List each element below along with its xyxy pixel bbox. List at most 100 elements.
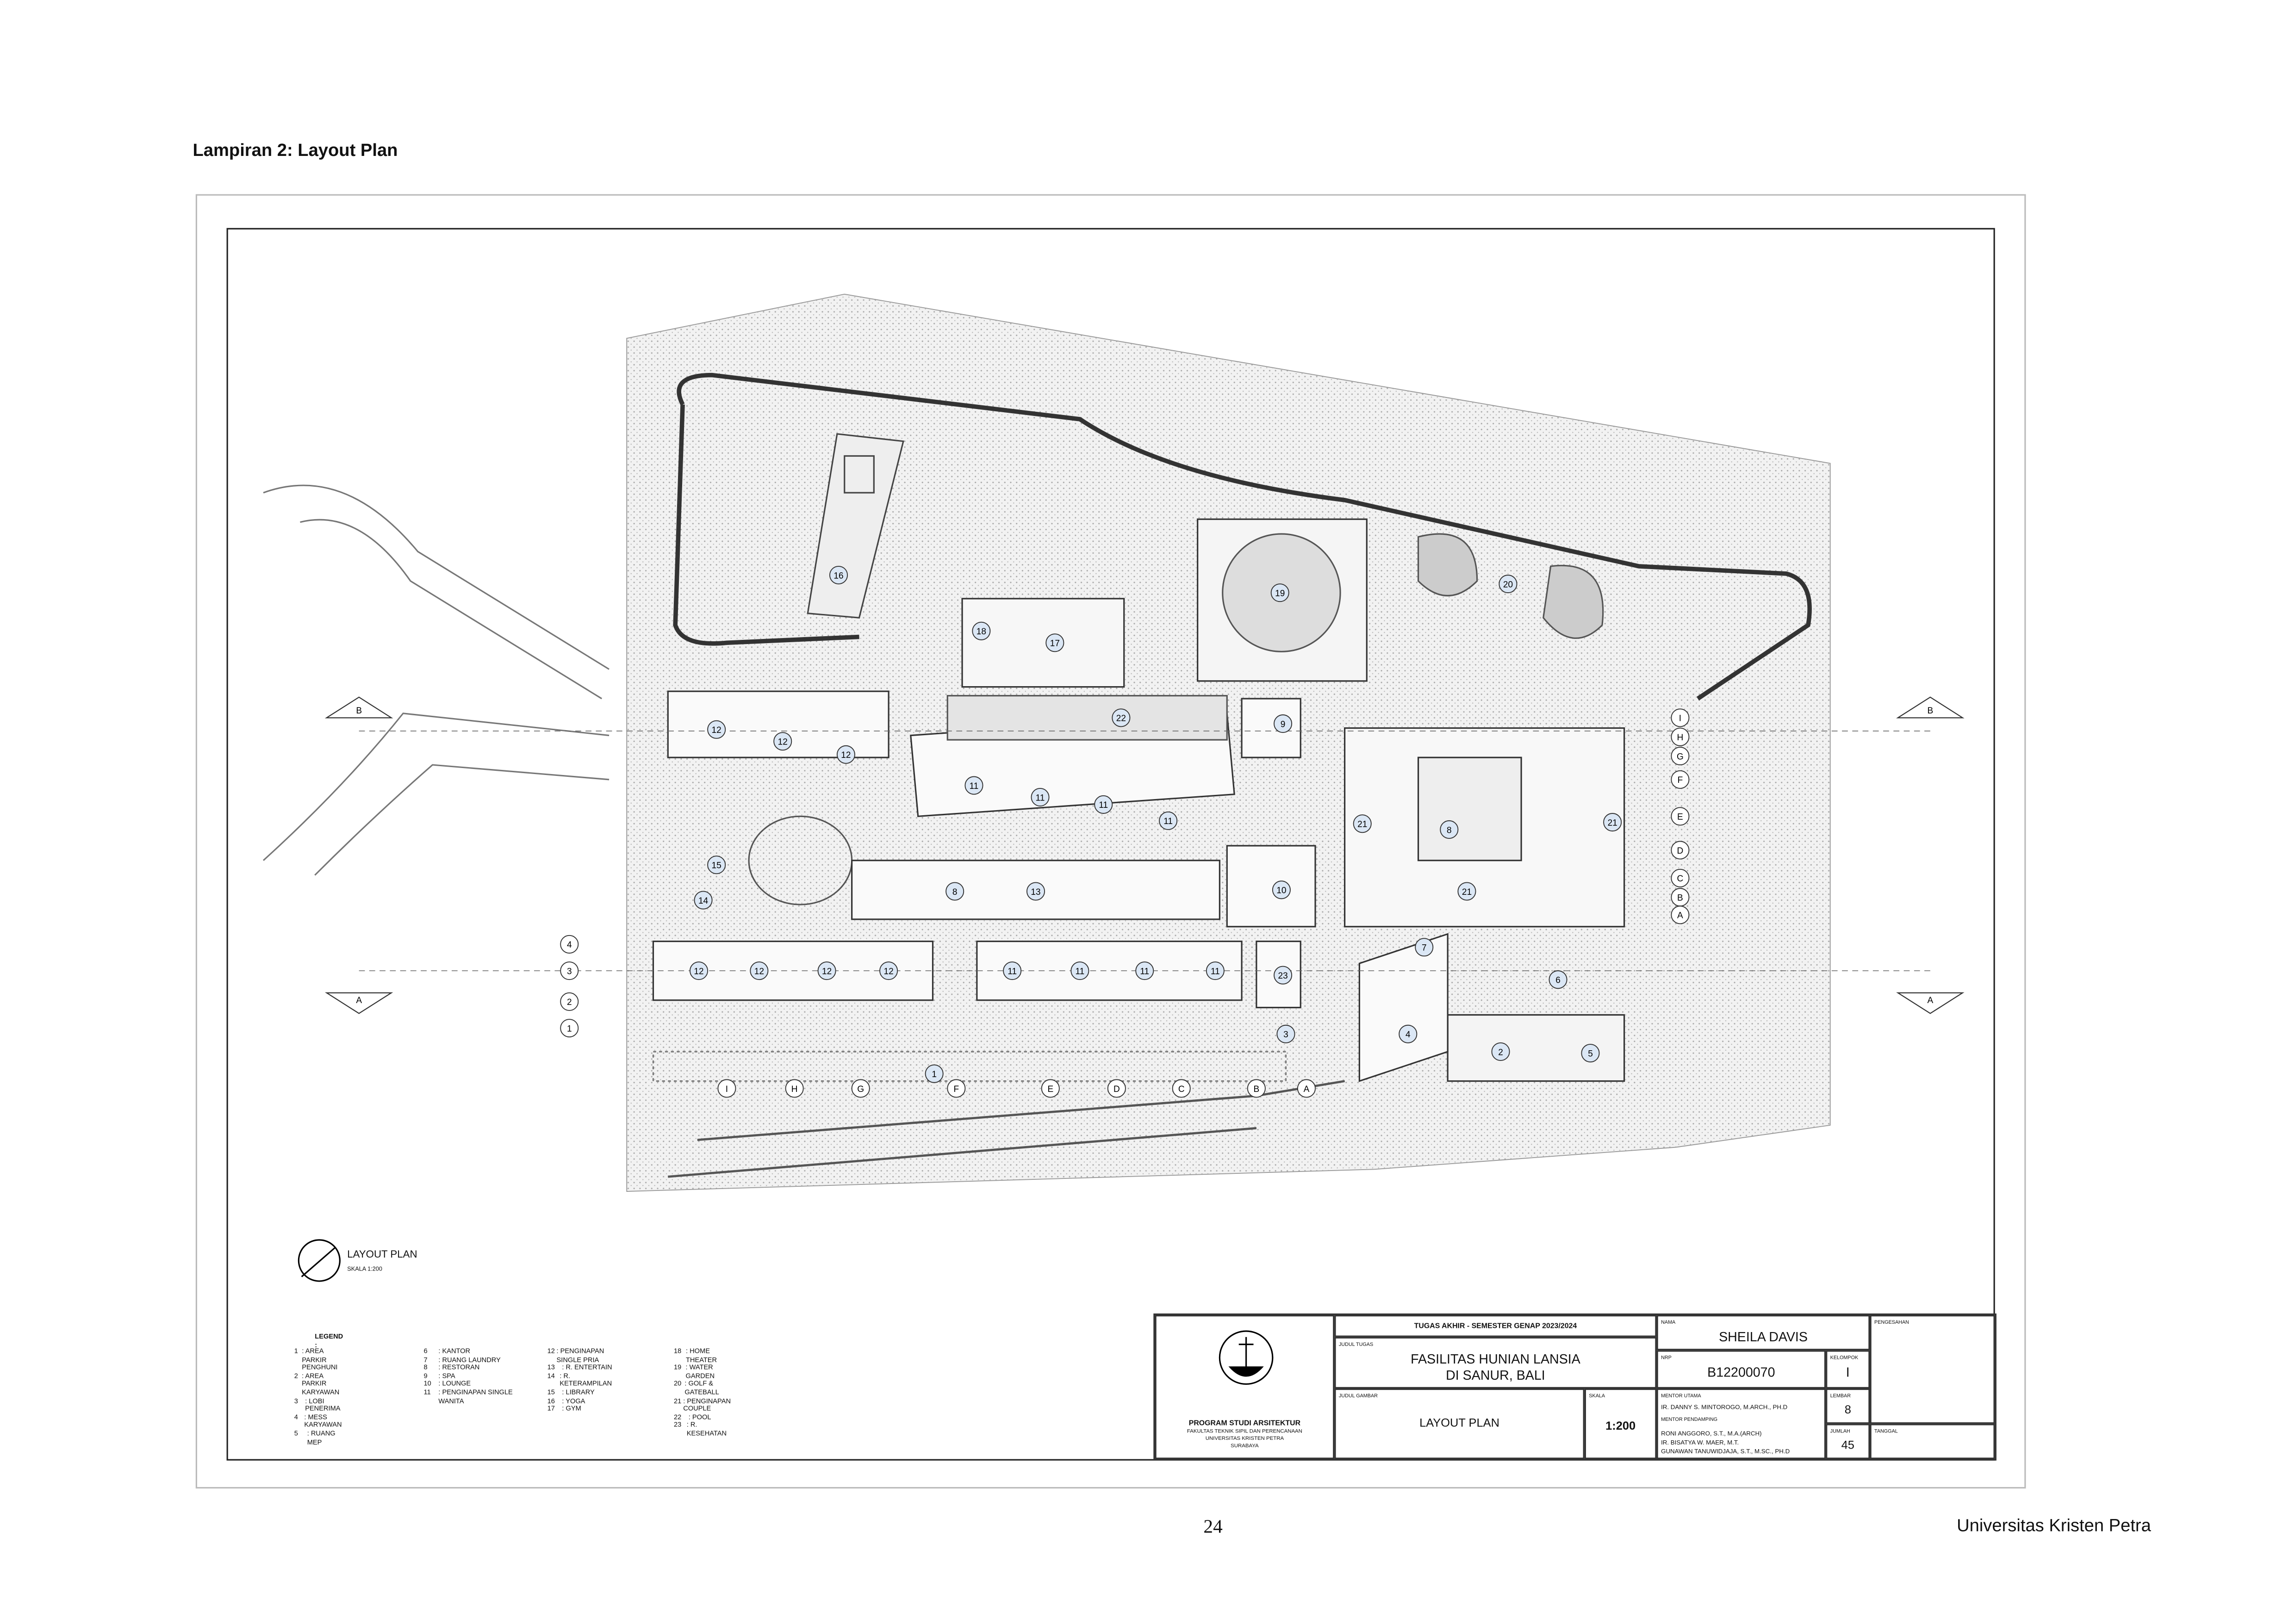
room-marker: 21 (1603, 813, 1622, 832)
legend-item: 11: PENGINAPAN SINGLE WANITA (424, 1388, 520, 1405)
scale-cell: SKALA 1:200 (1584, 1388, 1657, 1459)
appendix-heading: Lampiran 2: Layout Plan (193, 140, 398, 161)
legend-label: : YOGA (562, 1396, 585, 1404)
svg-text:18: 18 (976, 627, 986, 637)
footer-university: Universitas Kristen Petra (1957, 1515, 2151, 1536)
legend-item: 6: KANTOR (424, 1347, 520, 1356)
project-cell: JUDUL TUGAS FASILITAS HUNIAN LANSIA DI S… (1334, 1337, 1657, 1388)
scale-label: SKALA (1589, 1393, 1605, 1399)
legend-label: : AREA PARKIR PENGHUNI (302, 1347, 338, 1371)
room-marker: 23 (1274, 966, 1293, 985)
university-name: UNIVERSITAS KRISTEN PETRA (1205, 1435, 1284, 1442)
svg-text:11: 11 (1099, 800, 1108, 810)
room-marker: 4 (1399, 1024, 1418, 1043)
svg-text:22: 22 (1116, 714, 1126, 724)
legend-number: 15 (547, 1388, 555, 1396)
svg-text:C: C (1677, 874, 1684, 884)
legend-item: 9: SPA (424, 1372, 520, 1380)
restoran-2 (1417, 756, 1522, 862)
legend-item: 17: GYM (547, 1405, 615, 1413)
svg-text:4: 4 (1406, 1030, 1411, 1040)
approval-cell: PENGESAHAN (1870, 1315, 1995, 1424)
svg-text:E: E (1047, 1085, 1053, 1094)
grid-axis-marker: G (851, 1079, 870, 1098)
svg-text:17: 17 (1050, 639, 1060, 649)
svg-text:G: G (1677, 752, 1684, 762)
svg-text:19: 19 (1275, 589, 1285, 598)
mentor-label: MENTOR UTAMA (1661, 1393, 1701, 1399)
svg-text:3: 3 (567, 967, 572, 976)
room-marker: 19 (1270, 583, 1289, 602)
legend-item: 14: R. KETERAMPILAN (547, 1372, 615, 1388)
grid-axis-marker: H (1671, 727, 1690, 746)
lounge-building (1226, 845, 1316, 928)
legend-item: 12: PENGINAPAN SINGLE PRIA (547, 1347, 615, 1364)
svg-text:H: H (791, 1085, 798, 1094)
legend-label: : LIBRARY (562, 1388, 595, 1396)
svg-text:11: 11 (1163, 817, 1173, 826)
room-marker: 12 (689, 961, 709, 980)
room-marker: 14 (694, 891, 713, 910)
svg-text:A: A (356, 996, 362, 1005)
room-marker: 11 (1159, 811, 1178, 830)
legend-label: : POOL (688, 1413, 711, 1421)
svg-text:7: 7 (1422, 943, 1427, 953)
grid-axis-marker: G (1671, 746, 1690, 766)
room-marker: 11 (1070, 961, 1089, 980)
grid-axis-marker: 2 (560, 992, 579, 1011)
co-mentor-label: MENTOR PENDAMPING (1661, 1416, 1718, 1423)
grid-axis-marker: B (1247, 1079, 1266, 1098)
svg-text:E: E (1677, 812, 1683, 822)
name-cell: NAMA SHEILA DAVIS (1656, 1315, 1870, 1351)
room-marker: 7 (1415, 938, 1434, 957)
room-marker: 6 (1549, 970, 1567, 989)
section-mark: B (1896, 696, 1965, 719)
grid-axis-marker: I (717, 1079, 736, 1098)
access-road (263, 484, 610, 700)
room-marker: 11 (1003, 961, 1022, 980)
svg-text:11: 11 (1008, 967, 1017, 976)
room-marker: 5 (1581, 1044, 1600, 1063)
room-marker: 12 (817, 961, 836, 980)
legend-label: : KANTOR (438, 1347, 471, 1355)
legend-number: 16 (547, 1396, 555, 1404)
room-marker: 3 (1276, 1024, 1295, 1043)
legend-label: : MESS KARYAWAN (304, 1413, 342, 1429)
group-value: I (1846, 1365, 1850, 1380)
legend-label: : PENGINAPAN SINGLE PRIA (556, 1347, 604, 1363)
faculty-name: FAKULTAS TEKNIK SIPIL DAN PERENCANAAN (1187, 1428, 1302, 1434)
grid-axis-marker: A (1671, 905, 1690, 924)
svg-text:23: 23 (1278, 971, 1287, 981)
page-number: 24 (1203, 1515, 1223, 1537)
room-marker: 8 (1440, 820, 1459, 839)
logo-cell: PROGRAM STUDI ARSITEKTUR FAKULTAS TEKNIK… (1155, 1315, 1335, 1459)
room-marker: 1 (925, 1064, 944, 1083)
room-marker: 11 (964, 776, 983, 795)
legend-label: : RESTORAN (438, 1364, 480, 1371)
svg-text:8: 8 (952, 887, 958, 897)
legend-number: 23 (673, 1421, 682, 1429)
legend-label: : HOME THEATER (686, 1347, 717, 1363)
svg-text:21: 21 (1608, 818, 1617, 828)
legend-item: 5: RUANG MEP (294, 1430, 347, 1446)
room-marker: 11 (1135, 961, 1154, 980)
parking-area (652, 1051, 1287, 1082)
co-mentor-name: GUNAWAN TANUWIDJAJA, S.T., M.SC., PH.D (1661, 1447, 1790, 1455)
svg-text:F: F (1678, 775, 1683, 785)
legend-number: 5 (294, 1429, 298, 1437)
legend-number: 9 (423, 1372, 428, 1380)
project-title-1: FASILITAS HUNIAN LANSIA (1411, 1351, 1580, 1367)
legend-label: : GOLF & GATEBALL (684, 1380, 719, 1396)
svg-text:21: 21 (1462, 887, 1472, 897)
room-marker: 18 (972, 621, 991, 640)
sheet-label: LEMBAR (1830, 1393, 1851, 1399)
room-marker: 13 (1026, 882, 1045, 901)
legend-item: 18: HOME THEATER (674, 1347, 732, 1364)
legend-number: 8 (423, 1364, 428, 1371)
legend-label: : PENGINAPAN SINGLE WANITA (438, 1388, 513, 1404)
legend-item: 1: AREA PARKIR PENGHUNI (294, 1347, 347, 1372)
room-marker: 12 (707, 720, 726, 739)
